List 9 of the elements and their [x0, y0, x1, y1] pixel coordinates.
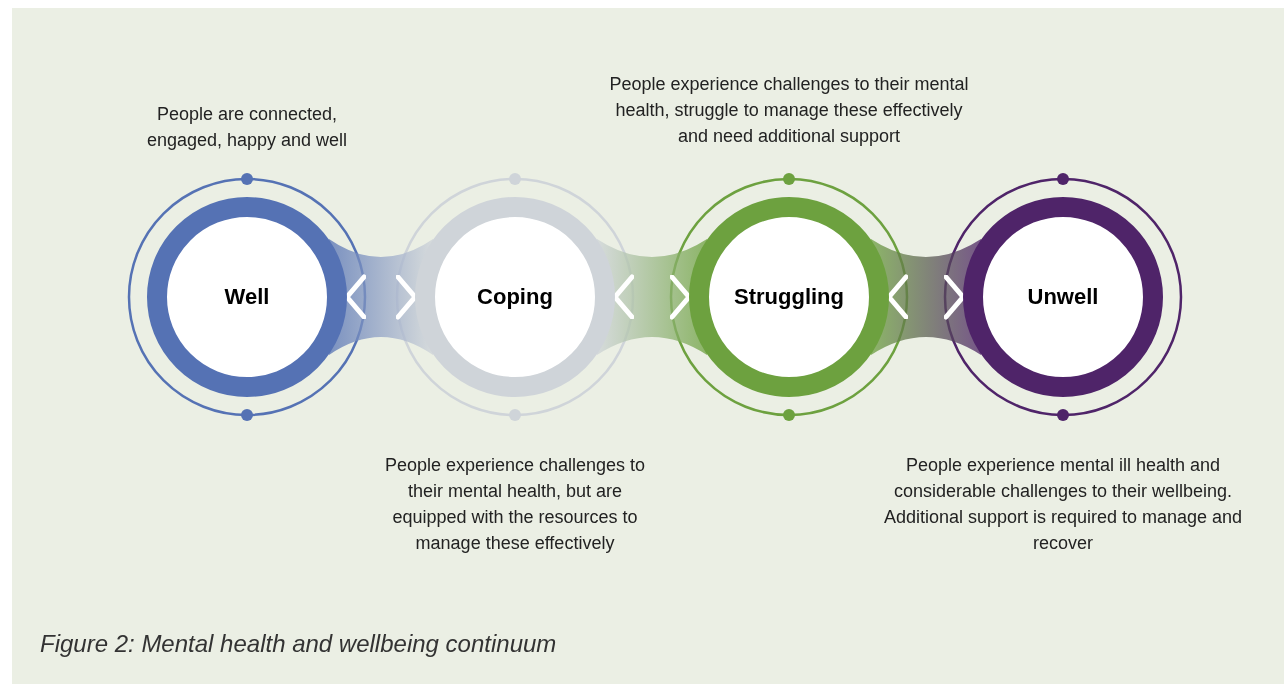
description-text: People experience mental ill health and considerable challenges to their wellbeing. Additional support is required to manage and recover	[882, 454, 1244, 555]
figure-caption: Figure 2: Mental health and wellbeing continuum	[40, 630, 557, 658]
stage-label: Well	[224, 284, 270, 310]
stage-label: Coping	[477, 284, 553, 310]
description-text: People are connected, engaged, happy and well	[145, 103, 349, 152]
description-text: People experience challenges to their mental health, but are equipped with the resources to manage these effectively	[383, 454, 647, 555]
stage-label: Struggling	[734, 284, 844, 310]
description-text: People experience challenges to their mental health, struggle to manage these effectively and need additional support	[608, 73, 970, 148]
stage-label: Unwell	[1027, 284, 1099, 310]
